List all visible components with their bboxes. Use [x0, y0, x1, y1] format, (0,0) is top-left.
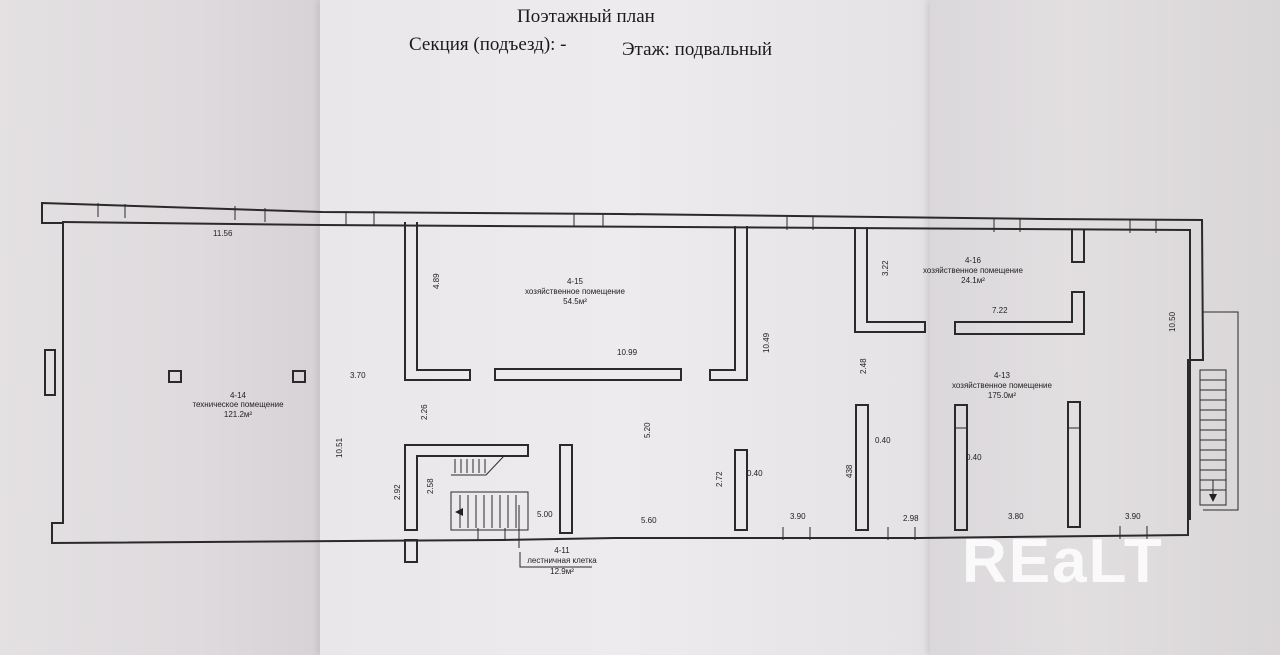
svg-text:10.99: 10.99: [617, 348, 638, 357]
plan-title: Поэтажный план: [517, 6, 655, 27]
svg-text:хозяйственное помещение: хозяйственное помещение: [525, 287, 626, 296]
staircase: [450, 311, 1239, 548]
svg-text:4-15: 4-15: [567, 277, 584, 286]
room-4-16: 4-16 хозяйственное помещение 24.1м²: [923, 256, 1024, 285]
svg-text:10.50: 10.50: [1168, 311, 1177, 332]
svg-text:121.2м²: 121.2м²: [224, 410, 253, 419]
floor-label: Этаж: подвальный: [622, 39, 773, 60]
paper-sheet-middle: [320, 0, 935, 655]
inner-walls: [168, 222, 1085, 563]
section-label: Секция (подъезд): -: [409, 34, 567, 55]
svg-text:лестничная клетка: лестничная клетка: [527, 556, 597, 565]
svg-text:5.20: 5.20: [643, 422, 652, 438]
paper-sheet-right: [930, 0, 1280, 655]
svg-text:техническое помещение: техническое помещение: [192, 400, 284, 409]
svg-text:4-13: 4-13: [994, 371, 1011, 380]
svg-text:хозяйственное помещение: хозяйственное помещение: [923, 266, 1024, 275]
svg-text:2.58: 2.58: [426, 478, 435, 494]
svg-text:2.48: 2.48: [859, 358, 868, 374]
svg-text:3.90: 3.90: [1125, 512, 1141, 521]
svg-text:4.89: 4.89: [432, 273, 441, 289]
svg-text:0.40: 0.40: [875, 436, 891, 445]
svg-text:7.22: 7.22: [992, 306, 1008, 315]
svg-text:5.60: 5.60: [641, 516, 657, 525]
svg-text:2.98: 2.98: [903, 514, 919, 523]
svg-text:12.9м²: 12.9м²: [550, 567, 574, 576]
svg-text:3.90: 3.90: [790, 512, 806, 521]
svg-text:0.40: 0.40: [966, 453, 982, 462]
svg-text:2.72: 2.72: [715, 471, 724, 487]
room-4-14: 4-14 техническое помещение 121.2м²: [192, 391, 284, 419]
svg-text:3.70: 3.70: [350, 371, 366, 380]
svg-text:2.92: 2.92: [393, 484, 402, 500]
svg-text:11.56: 11.56: [213, 229, 233, 238]
svg-text:5.00: 5.00: [537, 510, 553, 519]
paper-sheet-left: [0, 0, 330, 655]
realt-watermark-logo: REaLT: [962, 527, 1164, 596]
svg-text:4-11: 4-11: [554, 546, 570, 555]
room-4-13: 4-13 хозяйственное помещение 175.0м²: [952, 371, 1053, 400]
svg-text:3.80: 3.80: [1008, 512, 1024, 521]
svg-text:10.49: 10.49: [762, 332, 771, 353]
room-4-15: 4-15 хозяйственное помещение 54.5м²: [525, 277, 626, 306]
room-4-11: 4-11 лестничная клетка 12.9м²: [527, 546, 597, 576]
svg-text:4-16: 4-16: [965, 256, 982, 265]
svg-text:438: 438: [845, 464, 854, 478]
svg-text:2.26: 2.26: [420, 404, 429, 420]
svg-text:4-14: 4-14: [230, 391, 247, 400]
svg-text:24.1м²: 24.1м²: [961, 276, 985, 285]
outer-walls: [41, 201, 1205, 545]
svg-text:хозяйственное помещение: хозяйственное помещение: [952, 381, 1053, 390]
svg-text:54.5м²: 54.5м²: [563, 297, 587, 306]
svg-text:10.51: 10.51: [335, 437, 344, 458]
dimension-labels: 11.56 4.89 10.99 3.70 2.26 10.51 2.92 2.…: [213, 229, 1177, 525]
svg-text:0.40: 0.40: [747, 469, 763, 478]
svg-text:175.0м²: 175.0м²: [988, 391, 1017, 400]
svg-text:3.22: 3.22: [881, 260, 890, 276]
